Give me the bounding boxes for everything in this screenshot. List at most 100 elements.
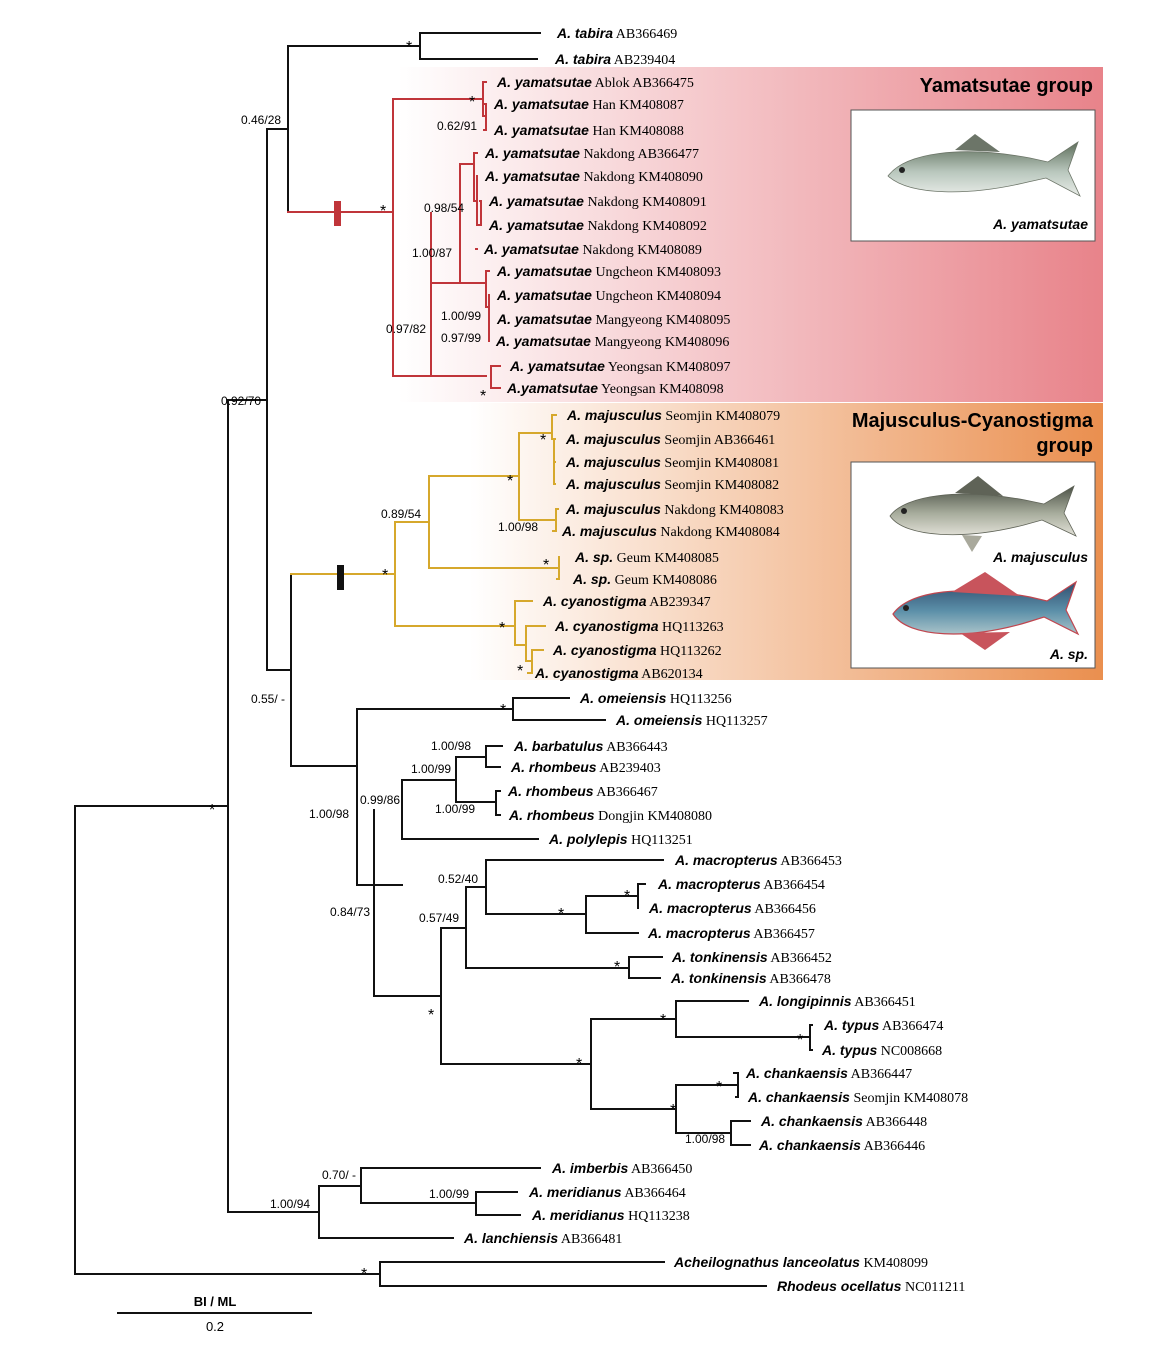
majusculus-clade-marker — [337, 565, 344, 590]
tip-label: A. macropterus AB366454 — [657, 876, 825, 893]
tip-species: A. cyanostigma — [552, 642, 657, 658]
support-value: 0.92/70 — [221, 394, 261, 408]
tip-label: A. cyanostigma AB239347 — [542, 593, 711, 610]
tip-accession: AB366464 — [622, 1186, 686, 1201]
support-value: 1.00/99 — [411, 762, 451, 776]
tip-species: A. majusculus — [565, 476, 661, 492]
tip-label: A. tonkinensis AB366452 — [671, 949, 832, 966]
full-support-star: * — [500, 702, 506, 719]
majusculus-group-title: Majusculus-Cyanostigma — [852, 410, 1094, 432]
tip-accession: Nakdong AB366477 — [580, 147, 699, 162]
tip-species: A.yamatsutae — [506, 380, 598, 396]
support-value: 0.57/49 — [419, 911, 459, 925]
tip-label: A. chankaensis AB366448 — [760, 1113, 927, 1130]
tip-species: A. omeiensis — [615, 712, 703, 728]
full-support-star: * — [507, 473, 513, 490]
support-value: 0.46/28 — [241, 113, 281, 127]
tip-label: A. yamatsutae Nakdong KM408092 — [488, 217, 707, 234]
tip-species: A. rhombeus — [507, 783, 594, 799]
tip-accession: AB239403 — [597, 761, 661, 776]
full-support-star: * — [624, 888, 630, 905]
tip-label: A. chankaensis AB366446 — [758, 1137, 925, 1154]
tip-label: A. majusculus Seomjin AB366461 — [565, 431, 775, 448]
tip-accession: Mangyeong KM408095 — [592, 313, 730, 328]
support-value: 0.52/40 — [438, 872, 478, 886]
tip-label: A. yamatsutae Mangyeong KM408096 — [495, 333, 729, 350]
tip-label: A. yamatsutae Nakdong AB366477 — [484, 145, 699, 162]
scale-bar-value: 0.2 — [206, 1319, 224, 1334]
tip-label: A. macropterus AB366456 — [648, 900, 816, 917]
tip-accession: HQ113256 — [666, 692, 731, 707]
tip-accession: AB366457 — [751, 927, 815, 942]
majusculus-photo-label: A. majusculus — [992, 549, 1088, 565]
support-value: 1.00/99 — [441, 309, 481, 323]
tip-accession: Nakdong KM408084 — [657, 525, 780, 540]
full-support-star: * — [469, 94, 475, 111]
tip-accession: Seomjin KM408078 — [850, 1091, 968, 1106]
tip-accession: Yeongsan KM408097 — [605, 360, 731, 375]
support-value: 1.00/98 — [685, 1132, 725, 1146]
tip-species: A. tabira — [554, 51, 611, 67]
tip-label: A. typus NC008668 — [821, 1042, 942, 1059]
tip-label: A. sp. Geum KM408085 — [574, 549, 719, 566]
tip-accession: AB366452 — [768, 951, 832, 966]
tip-label: A. yamatsutae Ablok AB366475 — [496, 74, 694, 91]
tip-accession: Nakdong KM408089 — [579, 243, 702, 258]
support-value: 1.00/94 — [270, 1197, 310, 1211]
tip-accession: Seomjin KM408079 — [662, 409, 780, 424]
tip-species: A. chankaensis — [760, 1113, 863, 1129]
tip-species: A. cyanostigma — [542, 593, 647, 609]
tip-accession: AB366481 — [558, 1232, 622, 1247]
tip-label: A. yamatsutae Ungcheon KM408093 — [496, 263, 721, 280]
tip-label: A. rhombeus AB239403 — [510, 759, 661, 776]
tip-species: A. yamatsutae — [484, 145, 580, 161]
tip-species: A. chankaensis — [758, 1137, 861, 1153]
tip-label: Rhodeus ocellatus NC011211 — [777, 1278, 965, 1295]
tip-label: A. yamatsutae Nakdong KM408091 — [488, 193, 707, 210]
support-value: 1.00/87 — [412, 246, 452, 260]
tip-accession: Han KM408087 — [589, 98, 684, 113]
tip-species: A. macropterus — [647, 925, 751, 941]
tip-species: A. chankaensis — [747, 1089, 850, 1105]
tip-label: A. tonkinensis AB366478 — [670, 970, 831, 987]
tip-label: A. tabira AB239404 — [554, 51, 675, 68]
tip-species: A. sp. — [574, 549, 613, 565]
tip-species: A. majusculus — [566, 407, 662, 423]
support-value: 1.00/99 — [429, 1187, 469, 1201]
tip-species: A. yamatsutae — [493, 96, 589, 112]
full-support-star: * — [797, 1032, 803, 1049]
full-support-star: * — [614, 959, 620, 976]
tip-accession: NC008668 — [877, 1044, 942, 1059]
full-support-star: * — [540, 432, 546, 449]
tip-accession: NC011211 — [901, 1280, 965, 1295]
tip-species: A. yamatsutae — [488, 193, 584, 209]
full-support-star: * — [517, 663, 523, 680]
tip-label: A. yamatsutae Mangyeong KM408095 — [496, 311, 730, 328]
support-value: 0.62/91 — [437, 119, 477, 133]
yamatsutae-group-title: Yamatsutae group — [920, 75, 1093, 97]
full-support-star: * — [558, 906, 564, 923]
tip-accession: AB366448 — [863, 1115, 927, 1130]
tip-accession: HQ113262 — [656, 644, 721, 659]
tip-species: A. yamatsutae — [493, 122, 589, 138]
tip-species: A. tabira — [556, 25, 613, 41]
tip-label: A. macropterus AB366453 — [674, 852, 842, 869]
tip-label: Acheilognathus lanceolatus KM408099 — [673, 1254, 928, 1271]
tip-label: A. cyanostigma HQ113262 — [552, 642, 722, 659]
tip-species: A. yamatsutae — [495, 333, 591, 349]
tip-label: A. majusculus Seomjin KM408081 — [565, 454, 779, 471]
support-value: 1.00/98 — [498, 520, 538, 534]
tip-species: A. yamatsutae — [484, 168, 580, 184]
support-value: 1.00/98 — [309, 807, 349, 821]
tip-accession: Nakdong KM408083 — [661, 503, 784, 518]
tip-species: A. yamatsutae — [483, 241, 579, 257]
tip-species: A. imberbis — [551, 1160, 628, 1176]
tip-label: A. majusculus Nakdong KM408084 — [561, 523, 780, 540]
tip-species: A. yamatsutae — [496, 74, 592, 90]
support-value: 0.89/54 — [381, 507, 421, 521]
support-value: 0.98/54 — [424, 201, 464, 215]
yamatsutae-clade-marker — [334, 201, 341, 226]
tip-species: A. yamatsutae — [509, 358, 605, 374]
